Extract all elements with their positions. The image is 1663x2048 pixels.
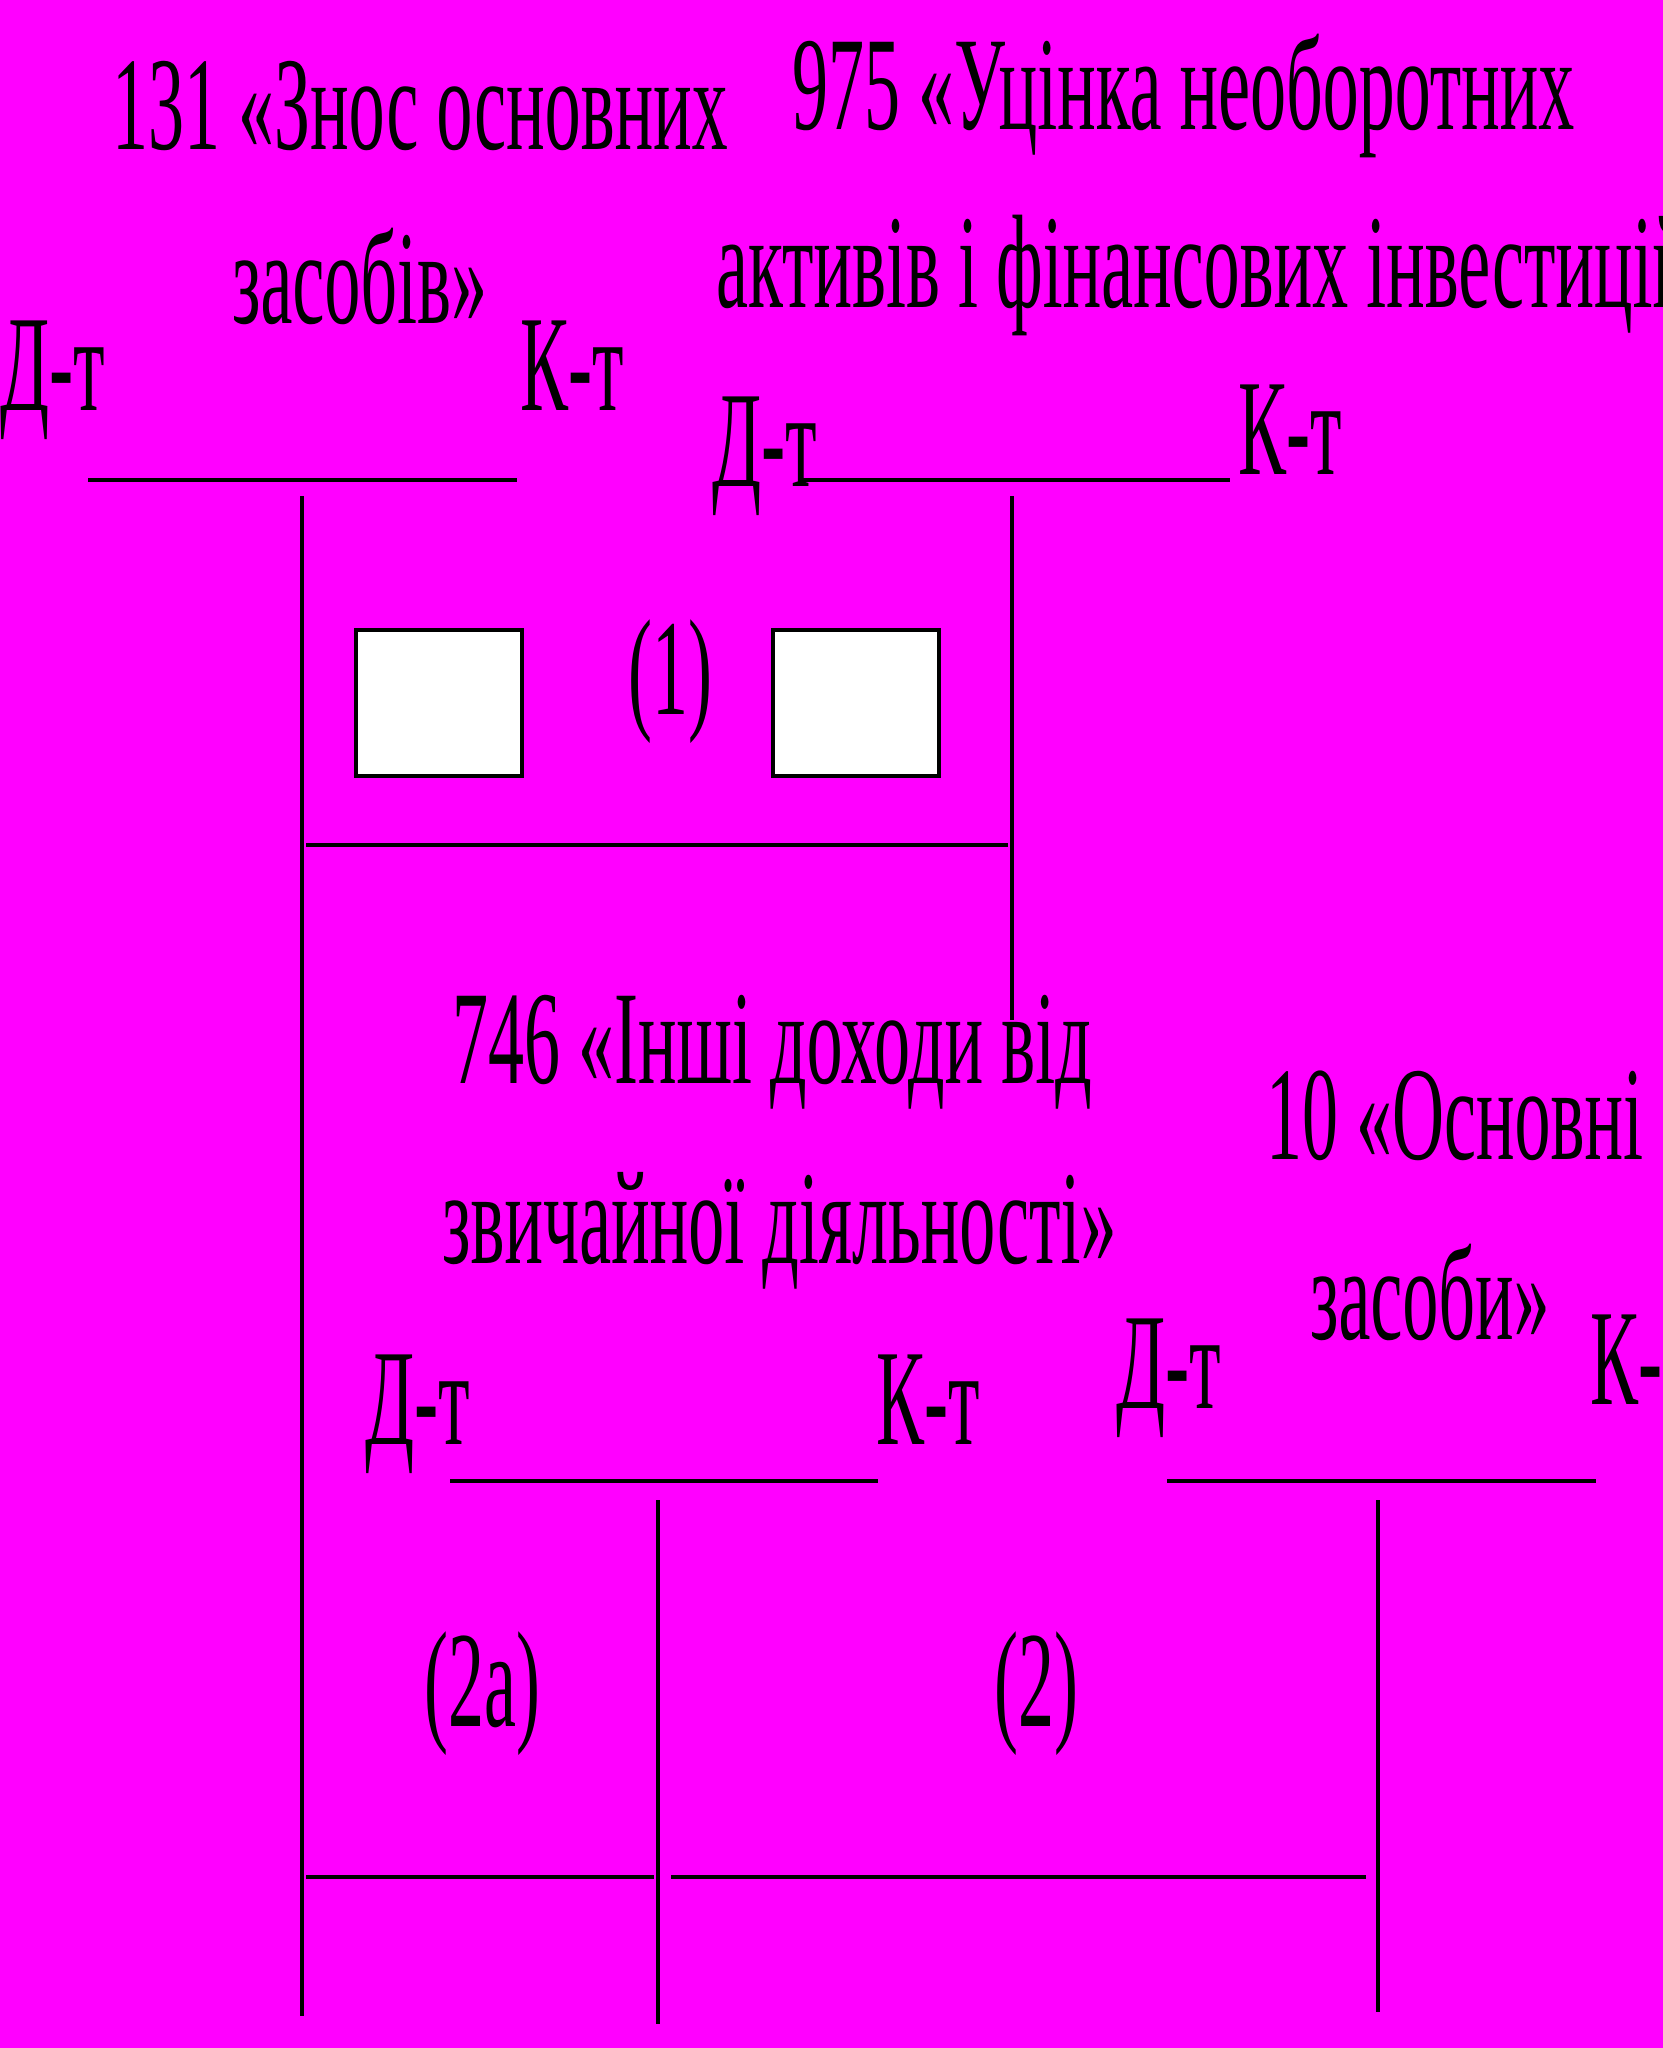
account-975-debit-label: Д-т <box>712 364 817 517</box>
account-746-credit-label: К-т <box>876 1322 980 1475</box>
account-131-title-line1: 131 «Знос основних <box>112 30 728 179</box>
account-131-credit-label: К-т <box>520 288 624 441</box>
account-975-title-line2: активів і фінансових інвестицій» <box>716 188 1663 337</box>
account-746-debit-label: Д-т <box>365 1322 470 1475</box>
account-975-title-line1: 975 «Уцінка необоротних <box>792 10 1575 159</box>
account-10-debit-label: Д-т <box>1116 1286 1221 1439</box>
account-10-credit-label: К-т <box>1590 1282 1663 1435</box>
operation-2-label: (2) <box>994 1604 1078 1757</box>
account-746-title-line1: 746 «Інші доходи від <box>452 964 1092 1113</box>
account-10-title-line2: засоби» <box>1310 1220 1550 1369</box>
account-131-debit-label: Д-т <box>0 288 105 441</box>
account-975-credit-label: К-т <box>1238 352 1342 505</box>
entry-box-975-credit <box>771 628 941 778</box>
entry-box-131-debit <box>354 628 524 778</box>
account-10-title-line1: 10 «Основні <box>1266 1040 1644 1189</box>
operation-2a-label: (2а) <box>424 1604 540 1757</box>
account-131-title-line2: засобів» <box>232 204 487 353</box>
account-746-title-line2: звичайної діяльності» <box>442 1144 1117 1293</box>
operation-1-label: (1) <box>628 592 712 745</box>
